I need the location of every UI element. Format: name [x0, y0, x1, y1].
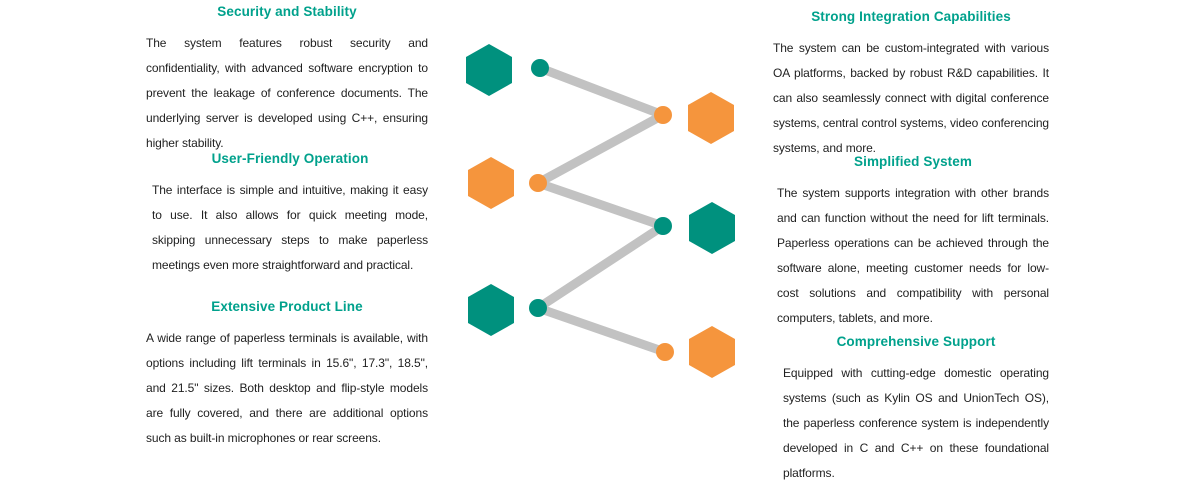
- section-title: Extensive Product Line: [211, 299, 363, 314]
- node-dot: [654, 106, 672, 124]
- section-comprehensive-support: Comprehensive Support Equipped with cutt…: [783, 334, 1049, 486]
- section-body: The interface is simple and intuitive, m…: [152, 183, 428, 272]
- hexagon-icon: [688, 92, 734, 144]
- node-dot: [529, 174, 547, 192]
- zigzag-connector-line: [533, 303, 670, 357]
- zigzag-connector-line: [533, 110, 668, 188]
- zigzag-diagram: [466, 44, 735, 378]
- section-security-and-stability: Security and Stability The system featur…: [146, 4, 428, 156]
- node-dot: [654, 217, 672, 235]
- section-title: Security and Stability: [217, 4, 357, 19]
- section-extensive-product-line: Extensive Product Line A wide range of p…: [146, 299, 428, 451]
- node-dot: [531, 59, 549, 77]
- section-body: A wide range of paperless terminals is a…: [146, 331, 428, 445]
- section-simplified-system: Simplified System The system supports in…: [777, 154, 1049, 331]
- section-body: The system supports integration with oth…: [777, 186, 1049, 325]
- section-title: Strong Integration Capabilities: [811, 9, 1011, 24]
- hexagon-icon: [468, 157, 514, 209]
- section-user-friendly-operation: User-Friendly Operation The interface is…: [152, 151, 428, 278]
- section-title: Simplified System: [854, 154, 972, 169]
- zigzag-connector-line: [533, 178, 668, 231]
- hexagon-icon: [689, 326, 735, 378]
- node-dot: [529, 299, 547, 317]
- hexagon-icon: [468, 284, 514, 336]
- section-title: Comprehensive Support: [836, 334, 996, 349]
- section-body: The system features robust security and …: [146, 36, 428, 150]
- section-body: Equipped with cutting-edge domestic oper…: [783, 366, 1049, 480]
- section-title: User-Friendly Operation: [211, 151, 369, 166]
- section-strong-integration-capabilities: Strong Integration Capabilities The syst…: [773, 9, 1049, 161]
- zigzag-connector-line: [535, 63, 668, 120]
- hexagon-icon: [689, 202, 735, 254]
- node-dot: [656, 343, 674, 361]
- section-body: The system can be custom-integrated with…: [773, 41, 1049, 155]
- hexagon-icon: [466, 44, 512, 96]
- zigzag-connector-line: [533, 221, 668, 313]
